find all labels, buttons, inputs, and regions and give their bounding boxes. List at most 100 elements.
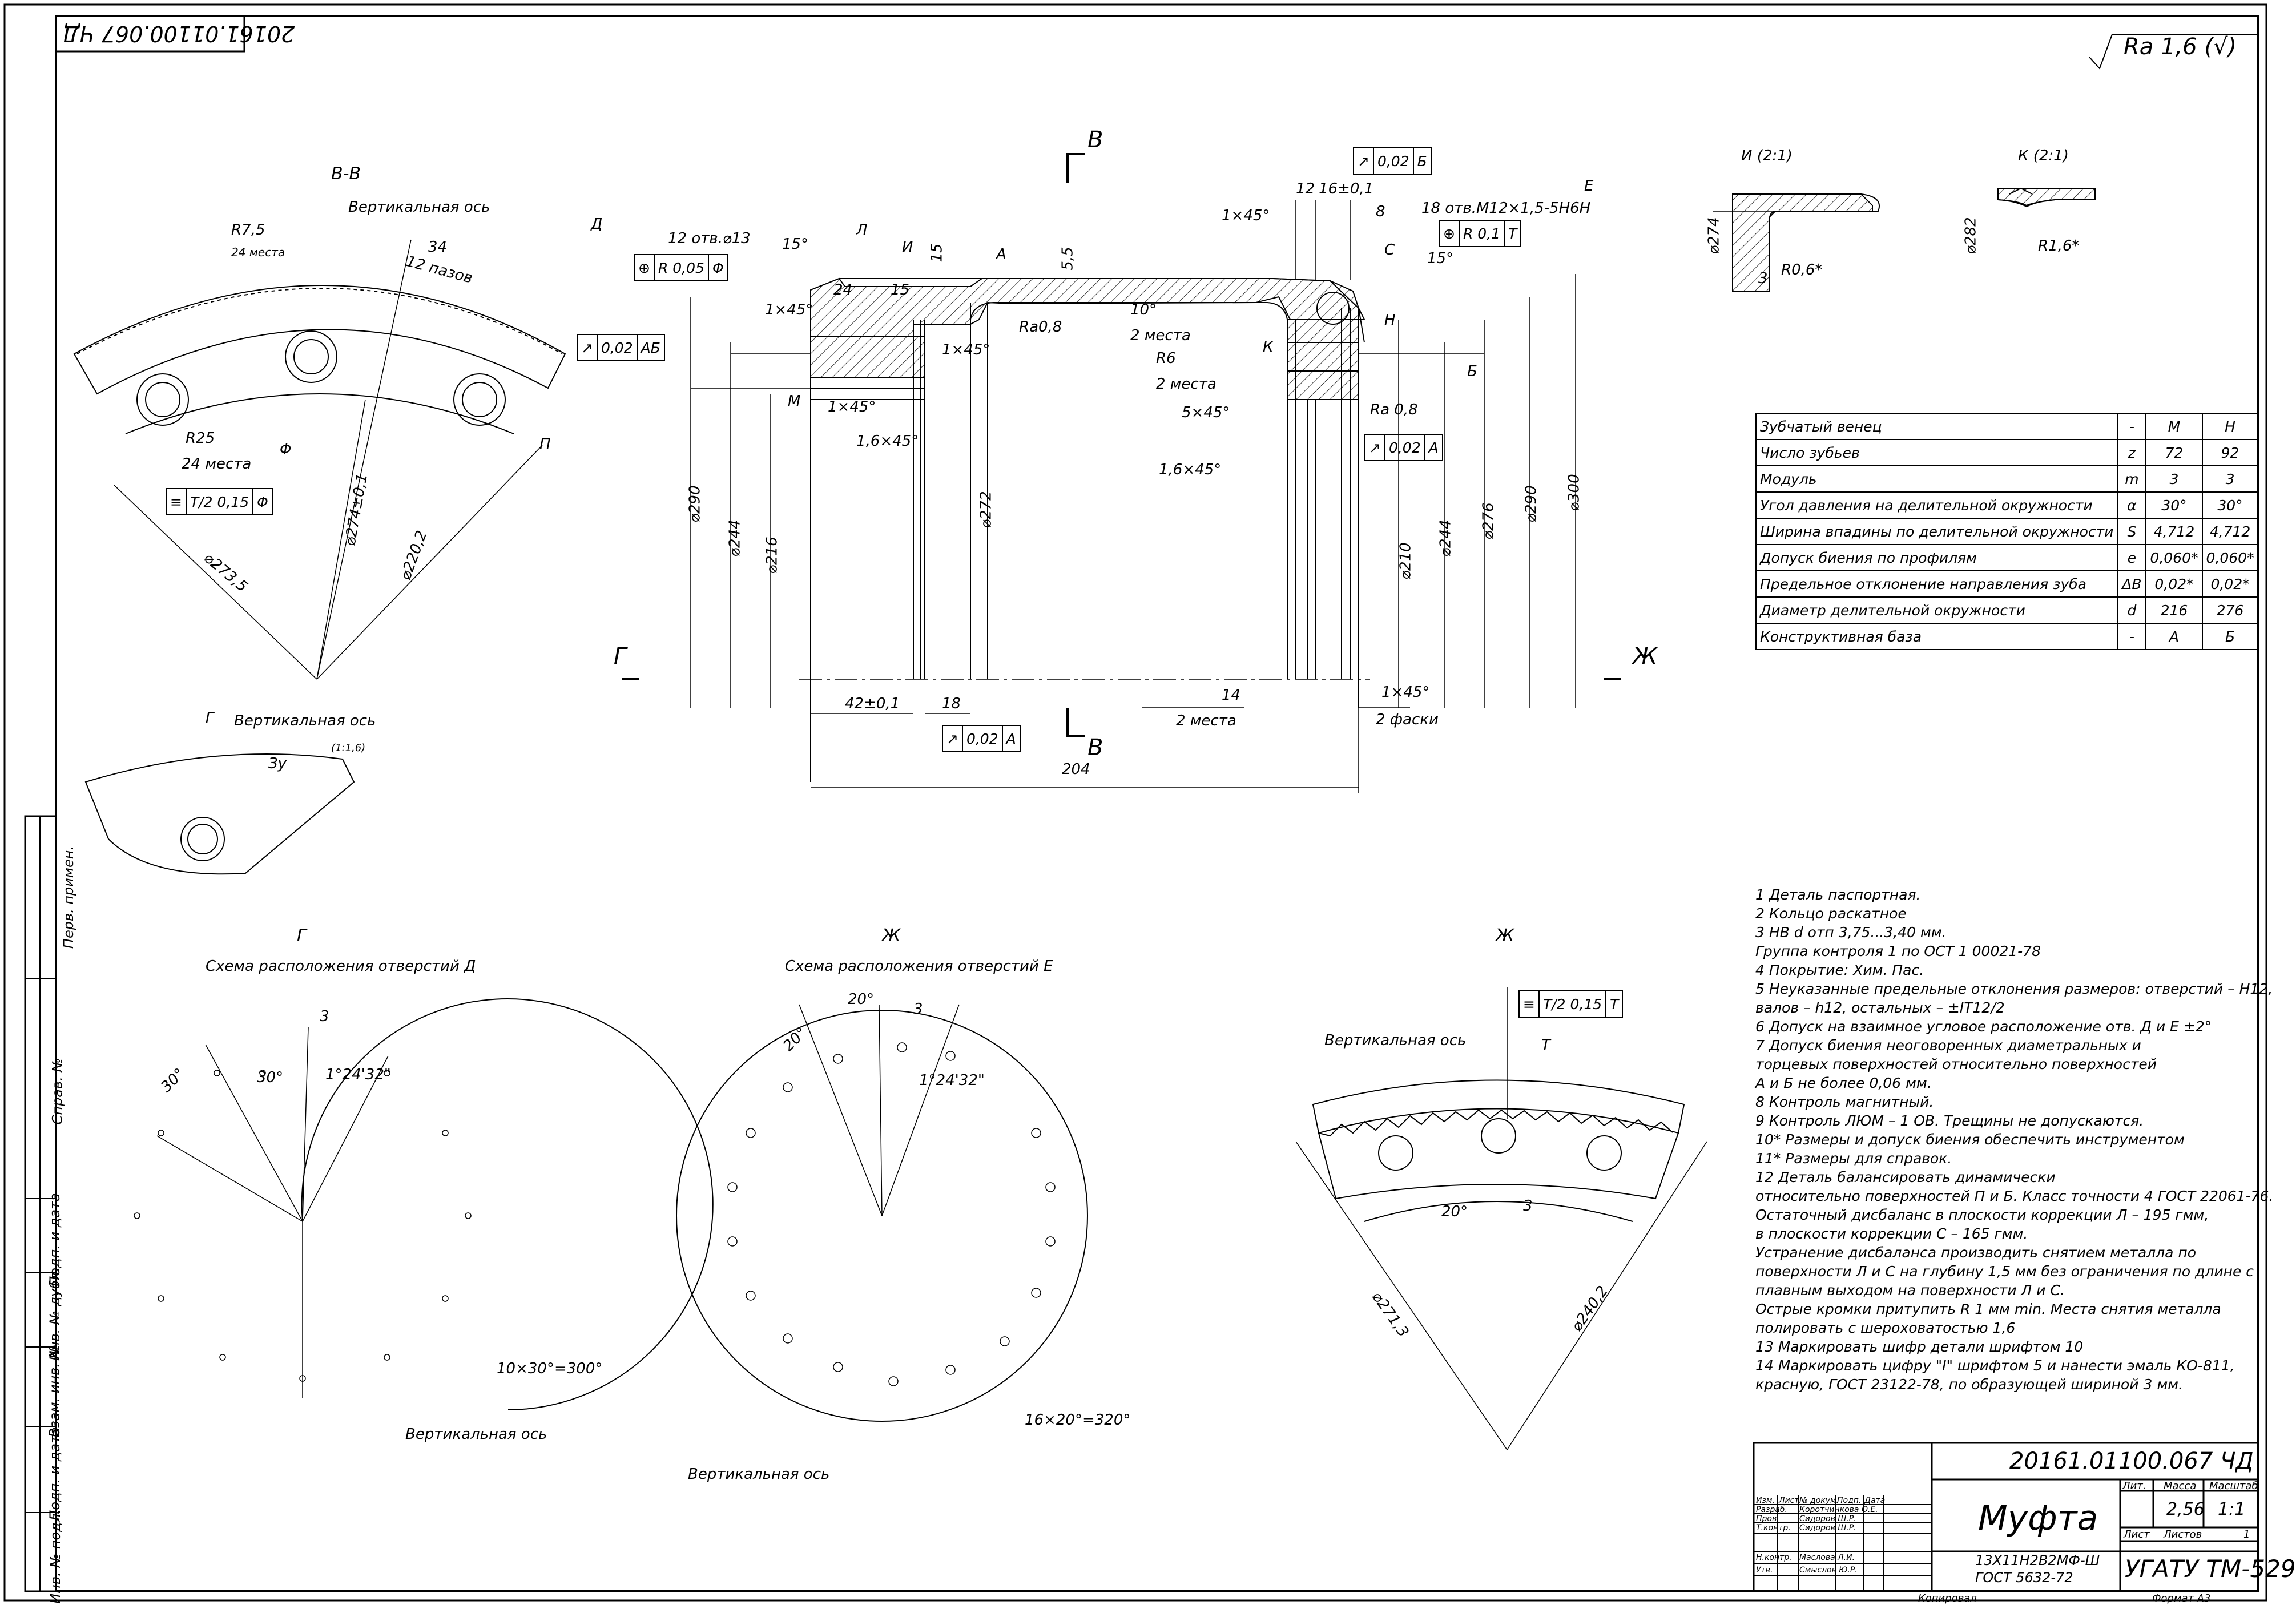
- dim-34: 34: [428, 239, 448, 256]
- dim-3-detail: 3: [1758, 270, 1768, 287]
- title-block-label: Подп.: [1837, 1496, 1862, 1505]
- dim-holes-m12: 18 отв.M12×1,5-5H6H: [1421, 200, 1591, 217]
- section-letter: В: [1087, 735, 1103, 761]
- note-line: Устранение дисбаланса производить снятие…: [1755, 1244, 2197, 1261]
- note-line: 1 Деталь паспортная.: [1755, 886, 1921, 903]
- dim-angle: 10°: [1130, 301, 1157, 318]
- note-line: 11* Размеры для справок.: [1755, 1150, 1952, 1167]
- view-title-zh: Ж: [882, 926, 901, 946]
- view-g-small: [84, 753, 355, 875]
- view-bb: [73, 239, 566, 680]
- view-title-g: Г: [297, 926, 307, 946]
- dim-18: 18: [942, 695, 961, 712]
- dim-two-places: 2 места: [1176, 712, 1236, 729]
- params-cell: 216: [2145, 596, 2203, 624]
- dim-r25: R25: [186, 430, 215, 447]
- view-title-zh2: Ж: [1496, 926, 1514, 946]
- dim-angle-small: 1°24'32": [919, 1072, 985, 1089]
- note-line: 7 Допуск биения неоговоренных диаметраль…: [1755, 1037, 2141, 1054]
- dim-d282: ⌀282: [1962, 217, 1980, 255]
- roughness-sign: Ra 1,6 (√): [2124, 34, 2237, 60]
- dim-r6: R6: [1156, 350, 1176, 367]
- detail-title-k: К (2:1): [2018, 147, 2069, 164]
- dim-chamfer: 1×45°: [1222, 207, 1270, 224]
- dim-16: 16±0,1: [1319, 180, 1374, 197]
- title-block-lines: [1753, 1442, 2259, 1592]
- dim-d244b: ⌀244: [1437, 519, 1455, 557]
- detail-title-i: И (2:1): [1741, 147, 1793, 164]
- letter-marker: К: [1263, 338, 1274, 356]
- params-cell: ΔB: [2117, 570, 2147, 598]
- title-block-person: Сидоров Ш.Р.: [1799, 1514, 1856, 1523]
- scheme-zh: [676, 1004, 1088, 1422]
- params-cell: 0,02*: [2201, 570, 2259, 598]
- dim-chamfer-5: 5×45°: [1182, 404, 1230, 421]
- scheme-g: [134, 998, 714, 1410]
- params-cell: α: [2117, 491, 2147, 519]
- letter-marker: Е: [1584, 178, 1594, 195]
- section-letter: В: [1087, 127, 1103, 153]
- note-line: 13 Маркировать шифр детали шрифтом 10: [1755, 1338, 2084, 1355]
- title-block-label: № докум.: [1799, 1496, 1839, 1505]
- params-cell: 30°: [2145, 491, 2203, 519]
- note-line: валов – h12, остальных – ±IT12/2: [1755, 999, 2005, 1016]
- params-cell: e: [2117, 544, 2147, 571]
- params-cell: S: [2117, 518, 2147, 545]
- params-cell: Конструктивная база: [1755, 623, 2118, 650]
- title-block-person: Сидоров Ш.Р.: [1799, 1523, 1856, 1533]
- note-line: Группа контроля 1 по ОСТ 1 00021-78: [1755, 943, 2041, 959]
- note-line: А и Б не более 0,06 мм.: [1755, 1075, 1932, 1091]
- scale-label: Масштаб: [2209, 1480, 2258, 1492]
- dim-d216: ⌀216: [763, 537, 781, 574]
- dim-55: 5,5: [1059, 247, 1077, 271]
- dim-3: 3: [1523, 1197, 1533, 1215]
- title-block-label: Дата: [1864, 1496, 1886, 1505]
- letter-marker: Т: [1541, 1037, 1550, 1054]
- dim-scale: (1:1,6): [331, 742, 366, 754]
- note-line: Острые кромки притупить R 1 мм min. Мест…: [1755, 1301, 2221, 1317]
- dim-d210: ⌀210: [1397, 542, 1415, 580]
- material-line2: ГОСТ 5632-72: [1975, 1570, 2073, 1586]
- dim-15: 15: [928, 243, 946, 263]
- dim-12: 12: [1296, 180, 1315, 197]
- params-cell: Зубчатый венец: [1755, 413, 2118, 440]
- detail-k: [1997, 187, 2096, 208]
- dim-chamfer-16b: 1,6×45°: [1159, 461, 1222, 478]
- note-line: красную, ГОСТ 23122-78, по образующей ши…: [1755, 1376, 2183, 1393]
- params-cell: Ширина впадины по делительной окружности: [1755, 518, 2118, 545]
- dim-24: 24: [833, 281, 853, 299]
- params-cell: М: [2145, 413, 2203, 440]
- dim-r75: R7,5: [231, 221, 265, 239]
- rotated-code: 20161.01100.067 ЧД: [63, 21, 295, 46]
- note-line: 12 Деталь балансировать динамически: [1755, 1169, 2056, 1185]
- dim-chamfer: 1×45°: [765, 301, 813, 318]
- title-block-person: Маслова Л.И.: [1799, 1553, 1855, 1562]
- dim-angle: 30°: [257, 1069, 284, 1086]
- dim-r06: R0,6*: [1781, 261, 1823, 279]
- sheets-value: 1: [2243, 1529, 2250, 1541]
- params-cell: -: [2117, 623, 2147, 650]
- note-line: плавным выходом на поверхности Л и С.: [1755, 1282, 2065, 1298]
- format-label: Формат А3: [2152, 1592, 2211, 1604]
- params-cell: Предельное отклонение направления зуба: [1755, 570, 2118, 598]
- side-label: Подп. и дата: [46, 1427, 63, 1521]
- dim-15b: 15: [891, 281, 910, 299]
- note-line: поверхности Л и С на глубину 1,5 мм без …: [1755, 1263, 2254, 1280]
- dim-angle-total: 16×20°=320°: [1025, 1412, 1131, 1429]
- note-line: 8 Контроль магнитный.: [1755, 1094, 1934, 1110]
- dim-two-places: 2 места: [1156, 376, 1217, 393]
- dim-204: 204: [1062, 761, 1090, 778]
- note-line: в плоскости коррекции С – 165 гмм.: [1755, 1225, 2028, 1242]
- title-block-label: Изм.: [1756, 1496, 1775, 1505]
- dim-angle-15: 15°: [782, 236, 809, 253]
- vertical-axis-label: Вертикальная ось: [234, 712, 376, 729]
- scale-value: 1:1: [2218, 1499, 2246, 1519]
